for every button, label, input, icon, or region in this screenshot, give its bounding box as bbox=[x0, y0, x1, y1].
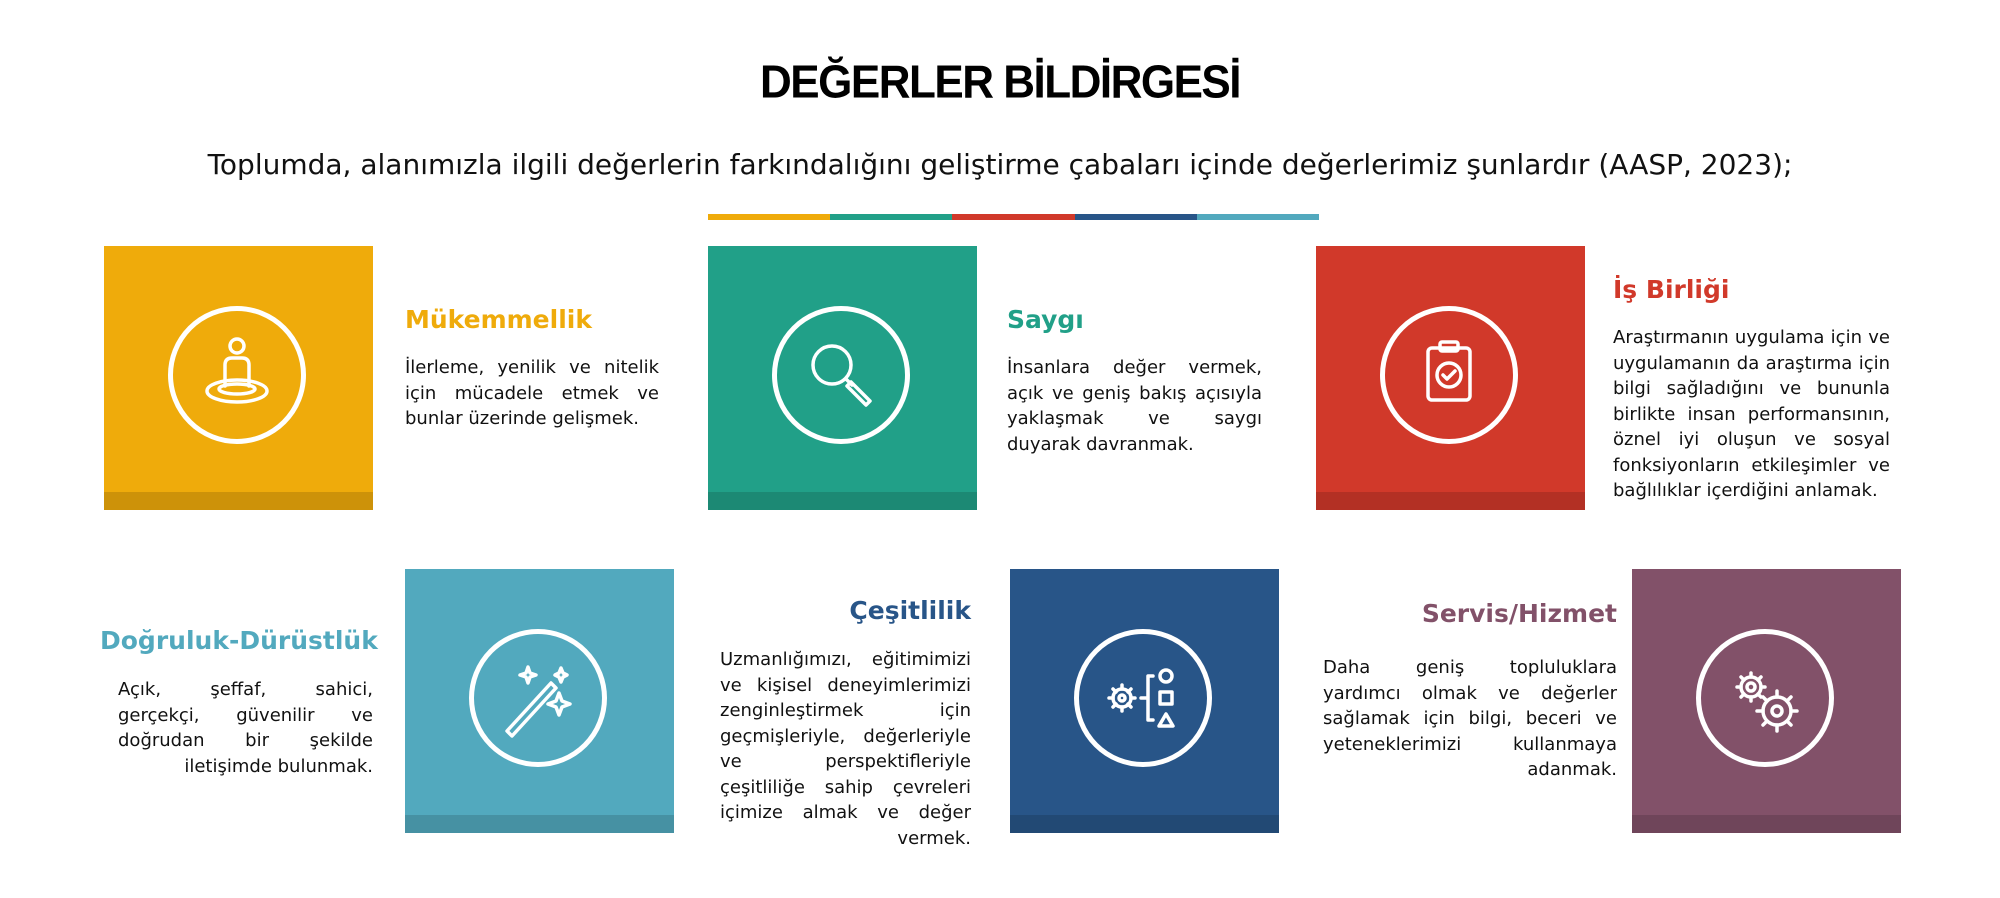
value-heading: Servis/Hizmet bbox=[1421, 599, 1617, 628]
value-description: Daha geniş topluluklara yardımcı olmak v… bbox=[1323, 657, 1617, 780]
value-tile-saygi bbox=[708, 246, 977, 510]
value-heading: Doğruluk-Dürüstlük bbox=[100, 626, 378, 655]
magnifier-icon bbox=[811, 344, 872, 407]
clipboard-check-icon bbox=[1426, 340, 1472, 402]
color-divider bbox=[708, 214, 1320, 220]
value-heading: Saygı bbox=[1007, 305, 1084, 334]
value-description: Açık, şeffaf, sahici, gerçekçi, güvenili… bbox=[118, 679, 373, 777]
color-segment bbox=[830, 214, 953, 220]
value-tile-cesitlilik bbox=[1010, 569, 1279, 833]
value-tile-dogruluk-durustluk bbox=[405, 569, 674, 833]
value-heading: Mükemmellik bbox=[405, 305, 592, 334]
color-segment bbox=[1196, 214, 1320, 220]
icon-circle bbox=[168, 306, 306, 444]
tile-band bbox=[1632, 815, 1901, 833]
color-segment bbox=[708, 214, 831, 220]
magic-wand-icon bbox=[505, 665, 572, 738]
tile-band bbox=[1316, 492, 1585, 510]
value-tile-is-birligi bbox=[1316, 246, 1585, 510]
value-tile-servis-hizmet bbox=[1632, 569, 1901, 833]
icon-circle bbox=[469, 629, 607, 767]
value-description: Uzmanlığımızı, eğitimimizi ve kişisel de… bbox=[720, 649, 971, 849]
tile-band bbox=[1010, 815, 1279, 833]
icon-circle bbox=[1696, 629, 1834, 767]
value-heading: Çeşitlilik bbox=[849, 596, 971, 625]
gear-shapes-icon bbox=[1107, 668, 1175, 728]
value-description: Araştırmanın uygulama için ve uygulamanı… bbox=[1613, 327, 1890, 501]
gears-icon bbox=[1735, 671, 1799, 733]
icon-circle bbox=[1380, 306, 1518, 444]
person-on-podium-icon bbox=[205, 337, 269, 404]
color-segment bbox=[1074, 214, 1197, 220]
tile-band bbox=[405, 815, 674, 833]
color-segment bbox=[952, 214, 1075, 220]
tile-band bbox=[708, 492, 977, 510]
value-heading: İş Birliği bbox=[1613, 275, 1730, 304]
value-tile-mukemmellik bbox=[104, 246, 373, 510]
icon-circle bbox=[772, 306, 910, 444]
page-title: DEĞERLER BİLDİRGESİ bbox=[760, 56, 1242, 109]
value-description: İnsanlara değer vermek, açık ve geniş ba… bbox=[1007, 357, 1262, 455]
tile-band bbox=[104, 492, 373, 510]
page-subtitle: Toplumda, alanımızla ilgili değerlerin f… bbox=[207, 148, 1793, 181]
value-description: İlerleme, yenilik ve nitelik için mücade… bbox=[405, 357, 659, 429]
icon-circle bbox=[1074, 629, 1212, 767]
